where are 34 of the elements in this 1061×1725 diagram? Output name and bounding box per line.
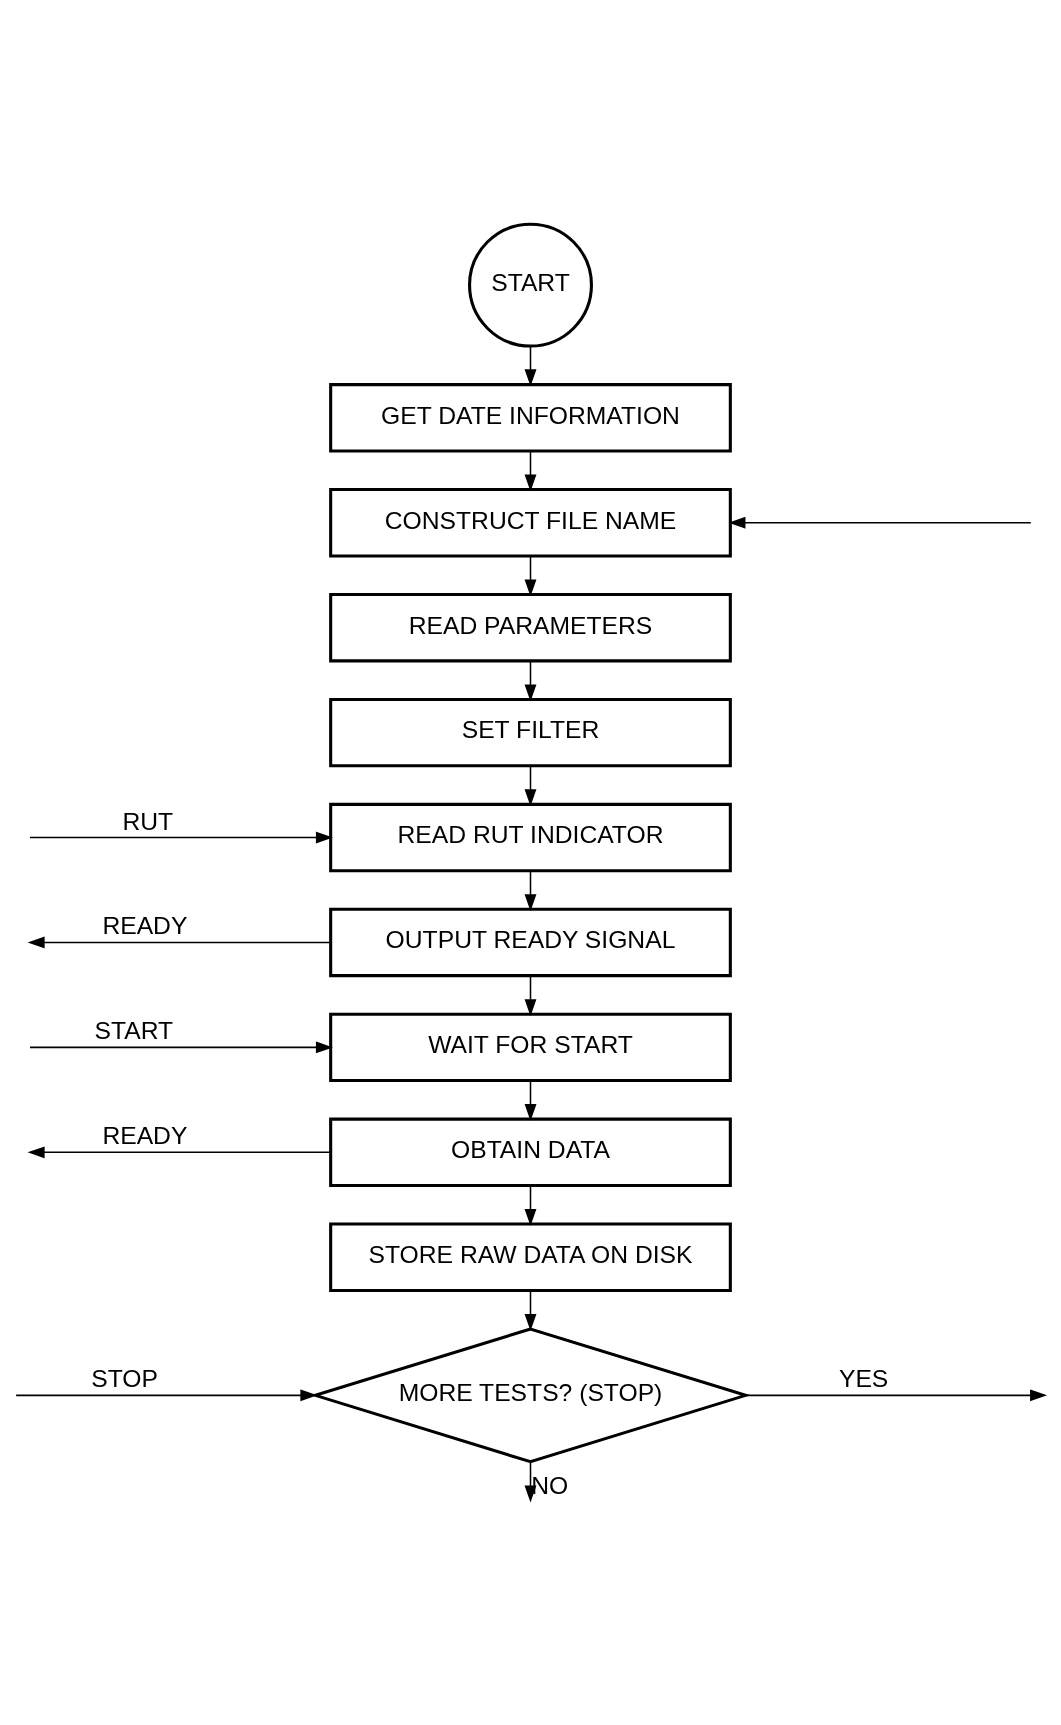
arrow bbox=[524, 869, 537, 911]
edge-label: STOP bbox=[91, 1364, 158, 1392]
node-box: STORE RAW DATA ON DISK bbox=[329, 1222, 732, 1292]
node-box: CONSTRUCT FILE NAME bbox=[329, 487, 732, 557]
edge-label: RUT bbox=[122, 807, 174, 835]
node-box: GET DATE INFORMATION bbox=[329, 382, 732, 453]
edge-label: START bbox=[94, 1016, 174, 1044]
arrow bbox=[29, 831, 333, 843]
node-box: OBTAIN DATA bbox=[329, 1117, 732, 1187]
arrow bbox=[745, 1388, 1048, 1401]
arrow bbox=[524, 1289, 537, 1331]
arrow bbox=[524, 659, 537, 701]
node-box: OUTPUT READY SIGNAL bbox=[329, 907, 732, 977]
node-box: READ RUT INDICATOR bbox=[329, 802, 732, 872]
arrow bbox=[524, 1184, 537, 1226]
arrow bbox=[29, 1040, 333, 1053]
arrow bbox=[15, 1388, 318, 1401]
edge-label: READY bbox=[102, 911, 188, 939]
node-circle: START bbox=[468, 222, 593, 348]
arrow bbox=[524, 974, 537, 1016]
arrow bbox=[728, 516, 1032, 529]
node-box: WAIT FOR START bbox=[329, 1012, 732, 1082]
arrow bbox=[524, 449, 537, 492]
edge-label: NO bbox=[531, 1471, 569, 1499]
arrow bbox=[524, 1079, 537, 1121]
arrow bbox=[524, 764, 537, 806]
edge-label: YES bbox=[838, 1364, 889, 1392]
edge-label: READY bbox=[102, 1121, 188, 1149]
node-box: SET FILTER bbox=[329, 697, 732, 767]
arrow bbox=[27, 1145, 332, 1158]
arrow bbox=[524, 344, 537, 386]
arrow bbox=[27, 936, 332, 948]
arrow bbox=[524, 554, 537, 596]
node-box: READ PARAMETERS bbox=[329, 592, 732, 662]
